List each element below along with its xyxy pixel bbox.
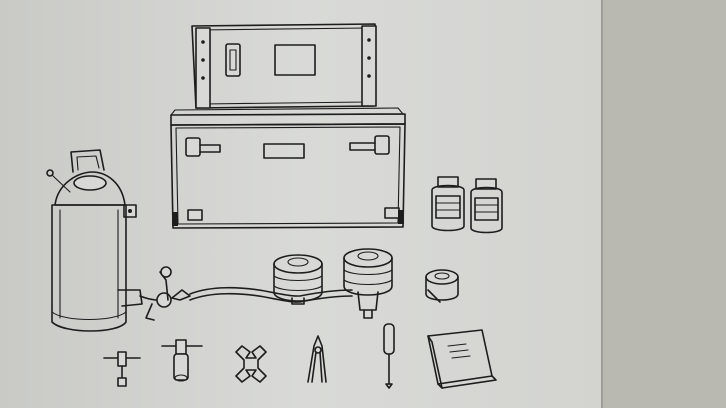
screwdriver xyxy=(383,323,395,389)
printed-page xyxy=(0,0,602,408)
small-fitting xyxy=(425,269,459,303)
t-handle-wrench xyxy=(103,351,141,387)
bottle-right xyxy=(470,178,503,234)
instruction-booklet xyxy=(427,329,497,389)
filter-unit-left xyxy=(273,254,323,305)
pliers xyxy=(307,335,327,383)
hose-assembly xyxy=(139,266,353,321)
carrying-case xyxy=(170,23,406,229)
t-handle-socket-wrench xyxy=(161,339,203,382)
pressure-tank xyxy=(46,149,143,332)
filter-unit-right xyxy=(343,248,393,319)
bottle-left xyxy=(431,176,465,232)
double-open-end-wrench xyxy=(235,345,267,383)
